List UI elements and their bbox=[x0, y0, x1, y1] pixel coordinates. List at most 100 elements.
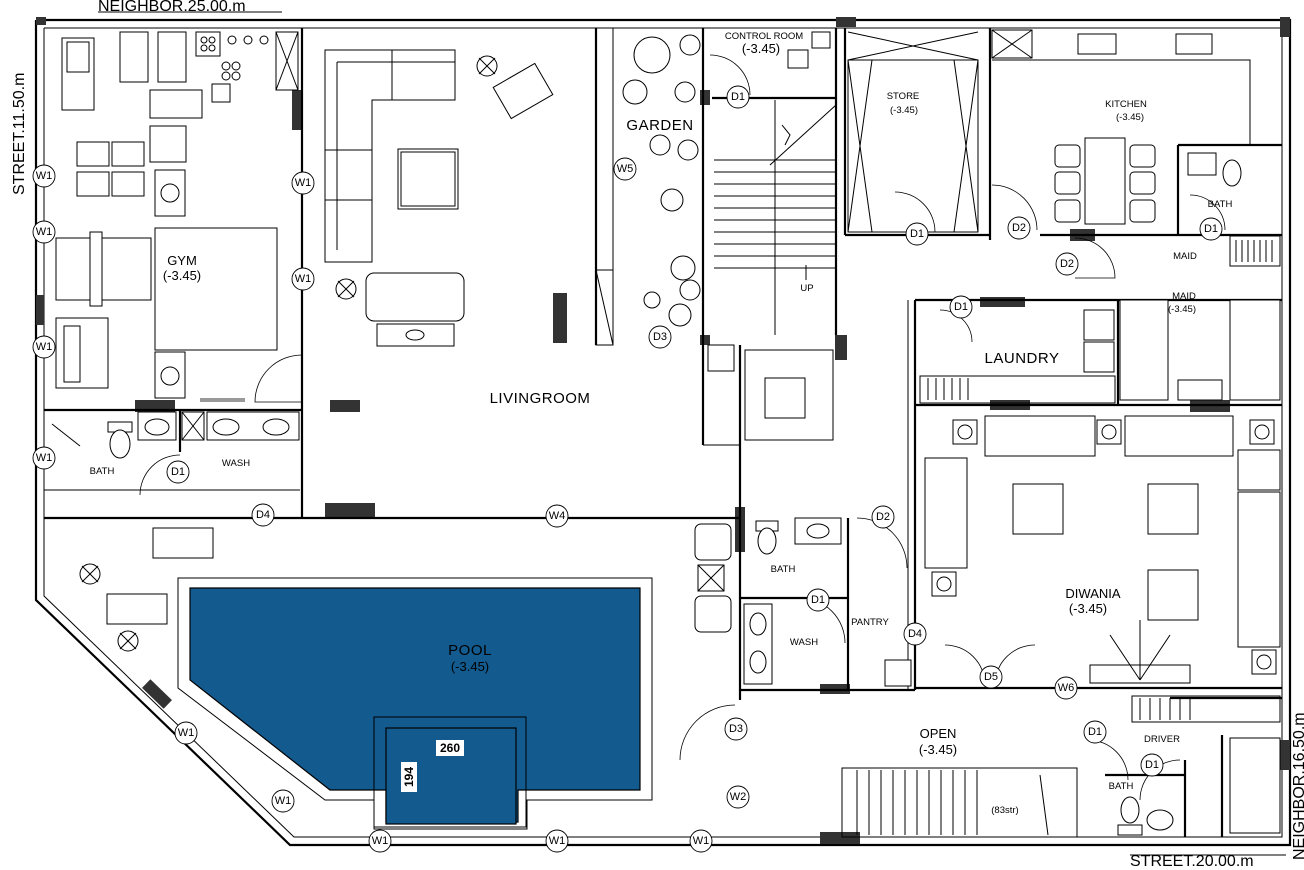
room-level-store: (-3.45) bbox=[890, 105, 918, 116]
tag-w1-pool-2: W1 bbox=[271, 789, 295, 813]
svg-text:W1: W1 bbox=[549, 835, 566, 847]
tag-d1-gymbath: D1 bbox=[166, 460, 190, 484]
room-name-store: STORE bbox=[887, 91, 920, 102]
svg-text:W1: W1 bbox=[295, 177, 312, 189]
kitchen-furniture bbox=[991, 29, 1281, 267]
svg-text:D4: D4 bbox=[256, 509, 270, 521]
diwania-furniture bbox=[924, 415, 1281, 684]
tag-w1-pool-1: W1 bbox=[174, 721, 198, 745]
tag-d3-garden: D3 bbox=[648, 325, 672, 349]
tag-w5-garden: W5 bbox=[613, 157, 637, 181]
tag-w1-left-2: W1 bbox=[32, 220, 56, 244]
svg-text:D1: D1 bbox=[811, 594, 825, 606]
tag-d5-diwania: D5 bbox=[979, 665, 1003, 689]
svg-text:W1: W1 bbox=[36, 226, 53, 238]
room-name-wash-gym: WASH bbox=[222, 458, 250, 469]
svg-text:W1: W1 bbox=[693, 835, 710, 847]
svg-text:W1: W1 bbox=[36, 170, 53, 182]
garden-plants bbox=[595, 34, 701, 346]
room-name-garden: GARDEN bbox=[626, 117, 693, 134]
svg-text:W2: W2 bbox=[730, 791, 747, 803]
tag-d2-maid: D2 bbox=[1055, 252, 1079, 276]
svg-text:D1: D1 bbox=[1088, 726, 1102, 738]
pool-dim-height: 194 bbox=[402, 767, 416, 787]
svg-text:D5: D5 bbox=[984, 671, 998, 683]
svg-text:D1: D1 bbox=[910, 228, 924, 240]
svg-text:W1: W1 bbox=[36, 341, 53, 353]
room-level-gym: (-3.45) bbox=[163, 268, 201, 283]
room-name-gym: GYM bbox=[167, 253, 197, 268]
svg-text:W5: W5 bbox=[617, 163, 634, 175]
room-name-pantry: PANTRY bbox=[851, 617, 889, 628]
control-stairs bbox=[714, 31, 837, 335]
room-name-maid-1: MAID bbox=[1173, 251, 1197, 262]
tag-d3-open: D3 bbox=[724, 717, 748, 741]
svg-text:D1: D1 bbox=[1204, 223, 1218, 235]
room-name-open: OPEN bbox=[920, 726, 957, 741]
room-name-livingroom: LIVINGROOM bbox=[490, 390, 591, 407]
room-level-diwania: (-3.45) bbox=[1069, 601, 1107, 616]
room-name-maid-2: MAID bbox=[1172, 291, 1196, 302]
svg-text:W6: W6 bbox=[1058, 682, 1075, 694]
stair-note-label: (83str) bbox=[991, 805, 1018, 816]
room-name-pool: POOL bbox=[448, 642, 492, 659]
svg-text:W4: W4 bbox=[549, 510, 566, 522]
tag-w1-gym-2: W1 bbox=[291, 267, 315, 291]
gym-equipment bbox=[55, 31, 299, 402]
room-level-control-room: (-3.45) bbox=[742, 41, 780, 56]
tag-d2-kitchen: D2 bbox=[1007, 216, 1031, 240]
tag-w2-open: W2 bbox=[726, 785, 750, 809]
svg-text:D1: D1 bbox=[954, 301, 968, 313]
tag-w1-bottom-3: W1 bbox=[689, 829, 713, 853]
tag-d4-pantry: D4 bbox=[903, 622, 927, 646]
gym-bath-fixtures bbox=[51, 411, 300, 459]
room-level-open: (-3.45) bbox=[919, 742, 957, 757]
tag-d1-midbath: D1 bbox=[806, 588, 830, 612]
svg-text:W1: W1 bbox=[275, 795, 292, 807]
tag-w4-living: W4 bbox=[545, 504, 569, 528]
room-name-wash-mid: WASH bbox=[790, 637, 818, 648]
living-furniture bbox=[324, 49, 554, 347]
tag-d1-store: D1 bbox=[905, 222, 929, 246]
edge-label-left: STREET.11.50.m bbox=[11, 73, 28, 195]
room-level-maid-2: (-3.45) bbox=[1168, 304, 1196, 315]
pool-area bbox=[79, 527, 653, 830]
tag-w1-left-3: W1 bbox=[32, 335, 56, 359]
middle-fixtures bbox=[694, 344, 912, 687]
svg-text:W1: W1 bbox=[295, 273, 312, 285]
svg-text:D2: D2 bbox=[876, 511, 890, 523]
edge-label-bottom: STREET.20.00.m bbox=[1130, 853, 1254, 870]
svg-text:W1: W1 bbox=[36, 452, 53, 464]
svg-text:D1: D1 bbox=[731, 91, 745, 103]
edge-label-top: NEIGHBOR.25.00.m bbox=[98, 0, 246, 15]
room-level-kitchen: (-3.45) bbox=[1116, 112, 1144, 123]
svg-text:D4: D4 bbox=[908, 628, 922, 640]
opening-tags: D1 D1 D2 D1 D2 D1 D1 D4 D3 D2 D1 D4 D5 D… bbox=[32, 85, 1223, 853]
tag-w1-bottom-2: W1 bbox=[545, 829, 569, 853]
room-name-bath-mid: BATH bbox=[771, 564, 796, 575]
tag-d1-control: D1 bbox=[726, 85, 750, 109]
svg-text:D2: D2 bbox=[1012, 222, 1026, 234]
tag-d1-driver: D1 bbox=[1083, 720, 1107, 744]
laundry-maid-furniture bbox=[919, 299, 1281, 404]
room-name-bath-gym: BATH bbox=[90, 466, 115, 477]
tag-d1-laundry: D1 bbox=[949, 295, 973, 319]
svg-text:W1: W1 bbox=[372, 835, 389, 847]
room-level-pool: (-3.45) bbox=[451, 659, 489, 674]
svg-text:D3: D3 bbox=[729, 723, 743, 735]
tag-w1-left-1: W1 bbox=[32, 164, 56, 188]
tag-d1-dbath: D1 bbox=[1140, 753, 1164, 777]
room-name-bath-kitchen: BATH bbox=[1208, 199, 1233, 210]
tag-d1-kbath: D1 bbox=[1199, 217, 1223, 241]
svg-text:D1: D1 bbox=[1145, 759, 1159, 771]
tag-w1-gym-1: W1 bbox=[291, 171, 315, 195]
svg-text:D3: D3 bbox=[653, 331, 667, 343]
room-name-diwania: DIWANIA bbox=[1065, 586, 1120, 601]
svg-text:W1: W1 bbox=[178, 727, 195, 739]
room-name-control-room: CONTROL ROOM bbox=[725, 31, 803, 42]
tag-d2-pantry: D2 bbox=[871, 505, 895, 529]
edge-label-right: NEIGHBOR.16.50.m bbox=[1291, 712, 1304, 860]
tag-w1-left-4: W1 bbox=[32, 446, 56, 470]
pool-dim-width: 260 bbox=[440, 741, 460, 755]
